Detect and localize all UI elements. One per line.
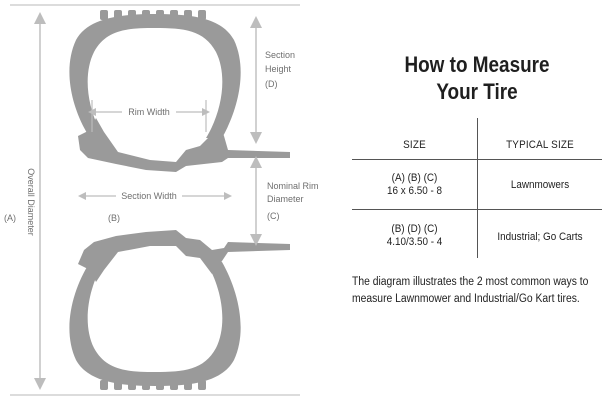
page-title: How to Measure Your Tire (370, 51, 585, 105)
a-marker-label: (A) (4, 213, 16, 223)
table-header-divider (352, 159, 602, 160)
section-height-label-2: Height (265, 64, 292, 74)
tire-diagram: Section Height (D) Rim Width Nominal Rim… (4, 4, 319, 396)
lower-rim (78, 230, 290, 282)
row-1-size-value: 16 x 6.50 - 8 (386, 185, 443, 197)
upper-tire-section (69, 14, 241, 138)
info-panel: How to Measure Your Tire SIZE TYPICAL SI… (352, 0, 602, 400)
table-row-1-typical: Lawnmowers (510, 179, 570, 191)
table-column-divider (477, 118, 478, 258)
section-height-arrow (250, 16, 262, 144)
row-1-size-code: (A) (B) (C) (391, 172, 438, 184)
tire-cross-section-svg: Section Height (D) Rim Width Nominal Rim… (4, 4, 319, 396)
section-height-label-3: (D) (265, 79, 278, 89)
nominal-rim-label-3: (C) (267, 211, 280, 221)
table-row-2-typical: Industrial; Go Carts (497, 231, 583, 243)
rim-width-arrow (88, 100, 210, 132)
table-row-1-size: (A) (B) (C) 16 x 6.50 - 8 (358, 172, 471, 198)
section-width-label: Section Width (121, 191, 177, 201)
table-row-divider (352, 209, 602, 210)
nominal-rim-diameter-arrow (250, 156, 262, 246)
overall-diameter-arrow (34, 12, 46, 390)
title-line-1: How to Measure (404, 52, 550, 77)
row-2-size-value: 4.10/3.50 - 4 (386, 236, 443, 248)
size-table: SIZE TYPICAL SIZE (A) (B) (C) 16 x 6.50 … (352, 118, 602, 258)
upper-rim (78, 118, 290, 172)
b-marker-label: (B) (108, 213, 120, 223)
nominal-rim-label-1: Nominal Rim (267, 181, 319, 191)
caption-line-1: The diagram illustrates the 2 most commo… (352, 276, 589, 288)
section-height-label-1: Section (265, 50, 295, 60)
lower-tire-section (69, 262, 241, 386)
table-header-size: SIZE (403, 139, 426, 151)
diagram-caption: The diagram illustrates the 2 most commo… (352, 274, 589, 308)
nominal-rim-label-2: Diameter (267, 194, 304, 204)
overall-diameter-label: Overall Diameter (26, 168, 36, 236)
section-width-arrow (78, 192, 232, 200)
table-header-typical-size: TYPICAL SIZE (506, 139, 574, 151)
caption-line-2: measure Lawnmower and Industrial/Go Kart… (352, 293, 580, 305)
rim-width-label: Rim Width (128, 107, 170, 117)
title-line-2: Your Tire (436, 79, 518, 104)
row-2-size-code: (B) (D) (C) (391, 223, 438, 235)
table-row-2-size: (B) (D) (C) 4.10/3.50 - 4 (358, 223, 471, 249)
